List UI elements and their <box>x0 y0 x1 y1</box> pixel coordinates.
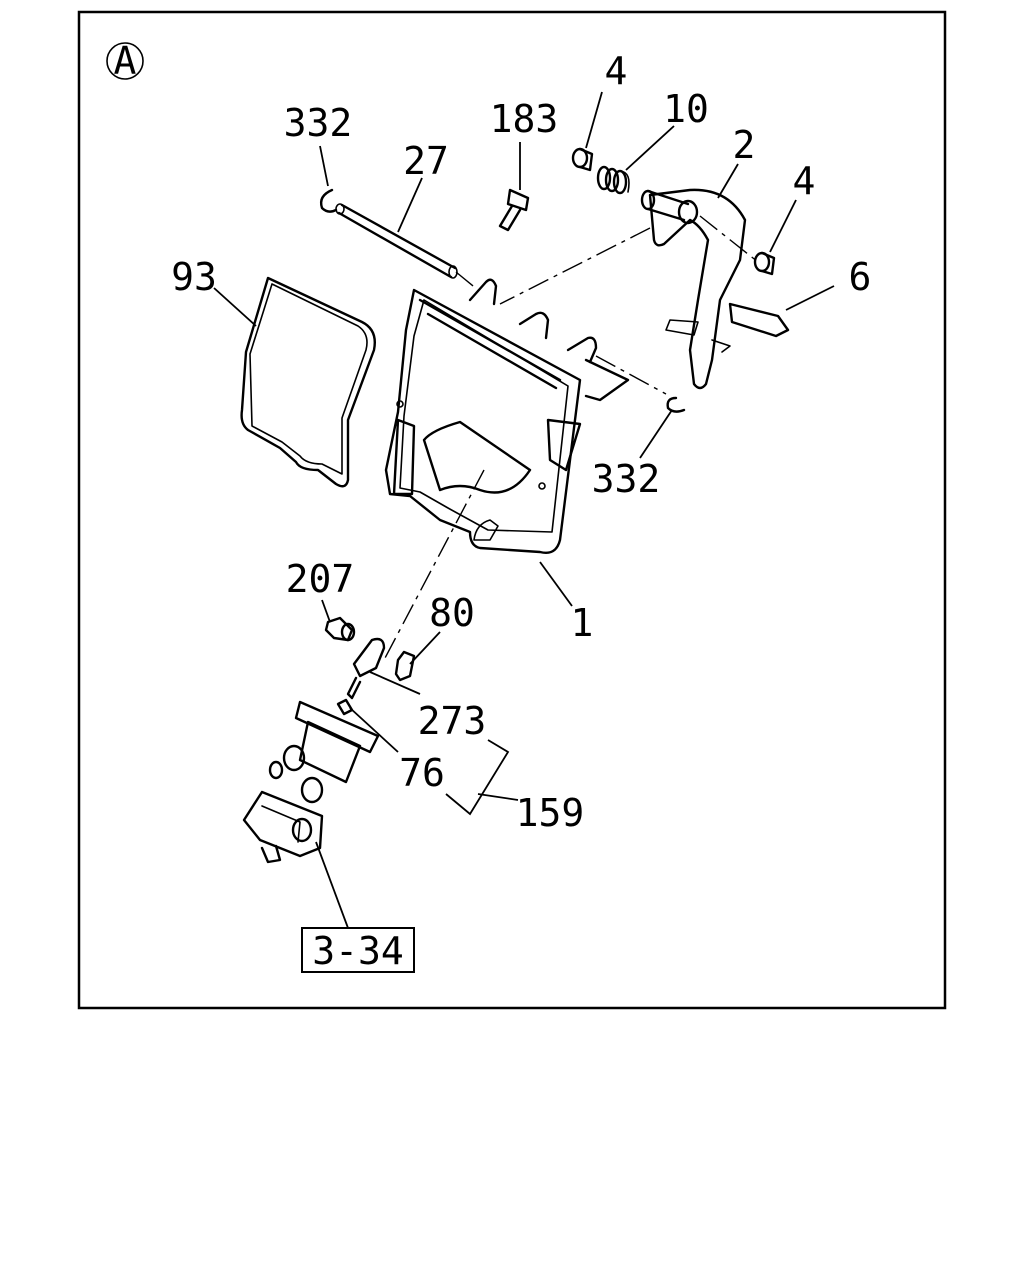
part-27-shaft <box>335 203 458 279</box>
part-76-pin <box>336 698 354 716</box>
callout-332-right: 332 <box>592 457 661 501</box>
callout-labels: 332 183 4 10 2 27 4 93 6 332 207 80 1 27… <box>171 49 871 835</box>
part-10-spring <box>596 165 630 195</box>
part-159-master-cylinder <box>242 700 380 864</box>
callout-76: 76 <box>399 751 445 795</box>
view-label: A <box>106 39 144 83</box>
part-6-pedal-pad <box>728 302 790 338</box>
part-1-bracket <box>384 278 630 554</box>
callout-332-top: 332 <box>284 101 353 145</box>
part-4-right-bushing <box>753 251 776 276</box>
part-273-clevis <box>346 637 386 700</box>
part-93-cover <box>240 276 376 488</box>
view-label-text: A <box>114 39 137 83</box>
part-207-switch <box>324 616 356 642</box>
callout-183: 183 <box>490 97 559 141</box>
callout-207: 207 <box>286 557 355 601</box>
reference-box-frame <box>301 927 415 973</box>
callout-1: 1 <box>571 601 594 645</box>
part-80-clip <box>394 650 416 682</box>
callout-10: 10 <box>663 87 709 131</box>
callout-273: 273 <box>418 699 487 743</box>
part-4-top-bushing <box>571 147 594 172</box>
callout-27: 27 <box>403 139 449 183</box>
callout-4-right: 4 <box>793 159 816 203</box>
part-332-right-ring <box>666 396 686 413</box>
diagram-frame <box>77 10 947 1010</box>
reference-box: 3-34 <box>301 927 415 973</box>
callout-159: 159 <box>516 791 585 835</box>
callout-2: 2 <box>733 123 756 167</box>
part-332-top-ring <box>319 188 338 213</box>
callout-93: 93 <box>171 255 217 299</box>
part-2-pedal-arm <box>640 188 747 390</box>
view-label-circle <box>106 42 144 80</box>
reference-box-label: 3-34 <box>312 929 404 973</box>
callout-6: 6 <box>849 255 872 299</box>
callout-4-top: 4 <box>605 49 628 93</box>
leader-lines <box>213 91 835 929</box>
alignment-lines <box>383 215 759 661</box>
part-183-bolt <box>498 188 530 232</box>
callout-80: 80 <box>429 591 475 635</box>
